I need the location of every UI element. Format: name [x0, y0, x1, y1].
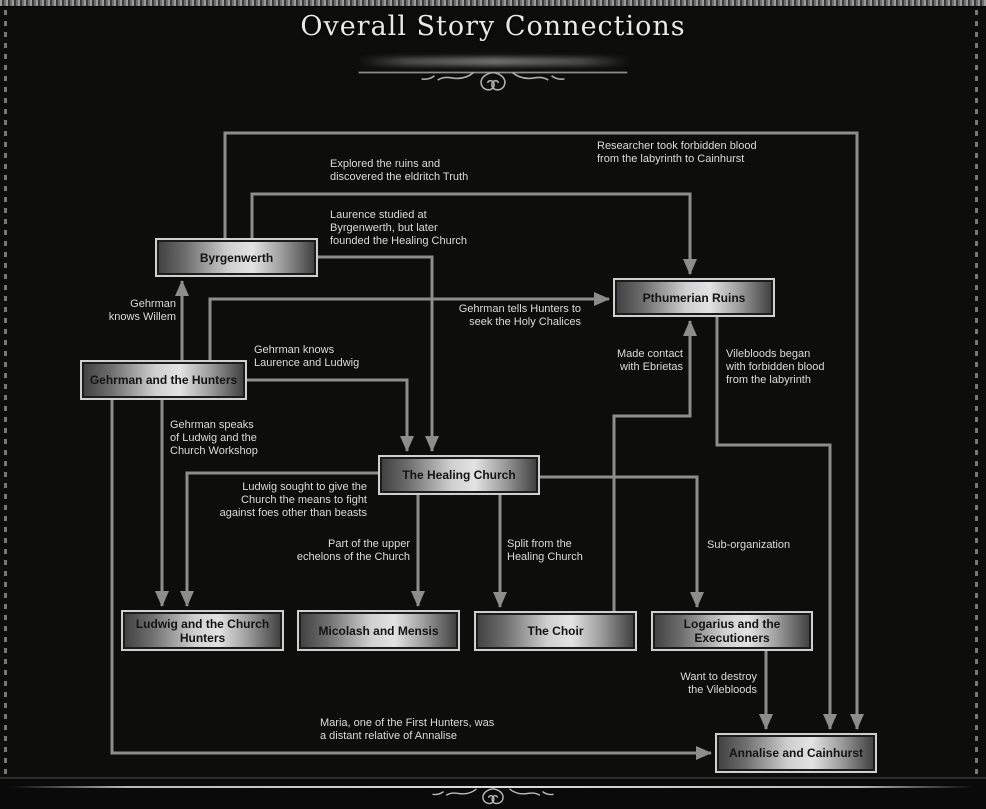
- footer-ornament: [432, 788, 554, 805]
- edge-byrgenwerth-annalise: [223, 131, 864, 730]
- edge-label-upper-echelons: Part of the upper echelons of the Church: [296, 538, 410, 563]
- node-annalise-and-cainhurst: Annalise and Cainhurst: [715, 733, 877, 773]
- edge-byrgenwerth-pthumerian: [250, 192, 697, 275]
- title-ornament: [358, 71, 628, 91]
- edge-label-maria-relative: Maria, one of the First Hunters, was a d…: [320, 717, 495, 742]
- edge-pthumerian-annalise: [715, 317, 837, 730]
- frame-left-stitching: [4, 10, 7, 781]
- node-ludwig-and-the-church-hunters: Ludwig and the Church Hunters: [121, 610, 284, 651]
- edge-gehrman-pthumerian: [208, 292, 610, 360]
- node-micolash-and-mensis: Micolash and Mensis: [297, 610, 460, 651]
- edge-choir-pthumerian: [612, 320, 697, 611]
- edge-gehrman-healing-church: [247, 378, 414, 452]
- node-the-choir: The Choir: [474, 611, 637, 651]
- frame-bottom-band: [0, 777, 986, 809]
- node-byrgenwerth: Byrgenwerth: [155, 238, 318, 277]
- node-gehrman-and-the-hunters: Gehrman and the Hunters: [80, 360, 247, 400]
- edge-gehrman-annalise: [110, 400, 712, 760]
- node-the-healing-church: The Healing Church: [378, 455, 540, 495]
- edge-label-ludwig-sought: Ludwig sought to give the Church the mea…: [219, 481, 367, 519]
- edge-label-laurence-studied: Laurence studied at Byrgenwerth, but lat…: [330, 209, 467, 247]
- edge-label-speaks-of-ludwig: Gehrman speaks of Ludwig and the Church …: [170, 419, 258, 457]
- edge-healing-church-ludwig: [180, 471, 378, 607]
- edge-label-gehrman-knows-willem: Gehrman knows Willem: [108, 298, 176, 323]
- node-logarius-and-the-executioners: Logarius and the Executioners: [651, 611, 813, 651]
- edge-label-researcher-forbidden-blood: Researcher took forbidden blood from the…: [597, 140, 757, 165]
- edge-label-want-to-destroy: Want to destroy the Vilebloods: [680, 671, 757, 696]
- edge-label-knows-laurence-ludwig: Gehrman knows Laurence and Ludwig: [254, 344, 360, 369]
- frame-right-stitching: [975, 10, 978, 781]
- frame-top-border: [0, 0, 986, 7]
- edge-label-made-contact-ebrietas: Made contact with Ebrietas: [616, 348, 683, 373]
- edge-label-split-from-church: Split from the Healing Church: [507, 538, 583, 563]
- edge-byrgenwerth-healing-church: [318, 255, 439, 452]
- node-pthumerian-ruins: Pthumerian Ruins: [613, 278, 775, 317]
- title-shimmer-divider: [358, 57, 630, 66]
- edge-label-tells-hunters-chalices: Gehrman tells Hunters to seek the Holy C…: [458, 303, 581, 328]
- footer-silver-line: [12, 786, 974, 788]
- edge-label-vilebloods-forbidden-blood: Vilebloods began with forbidden blood fr…: [726, 348, 825, 386]
- edge-label-sub-organization: Sub-organization: [707, 539, 791, 551]
- edge-label-explored-ruins: Explored the ruins and discovered the el…: [330, 158, 469, 183]
- edge-healing-church-logarius: [540, 475, 704, 608]
- page-title: Overall Story Connections: [300, 11, 686, 42]
